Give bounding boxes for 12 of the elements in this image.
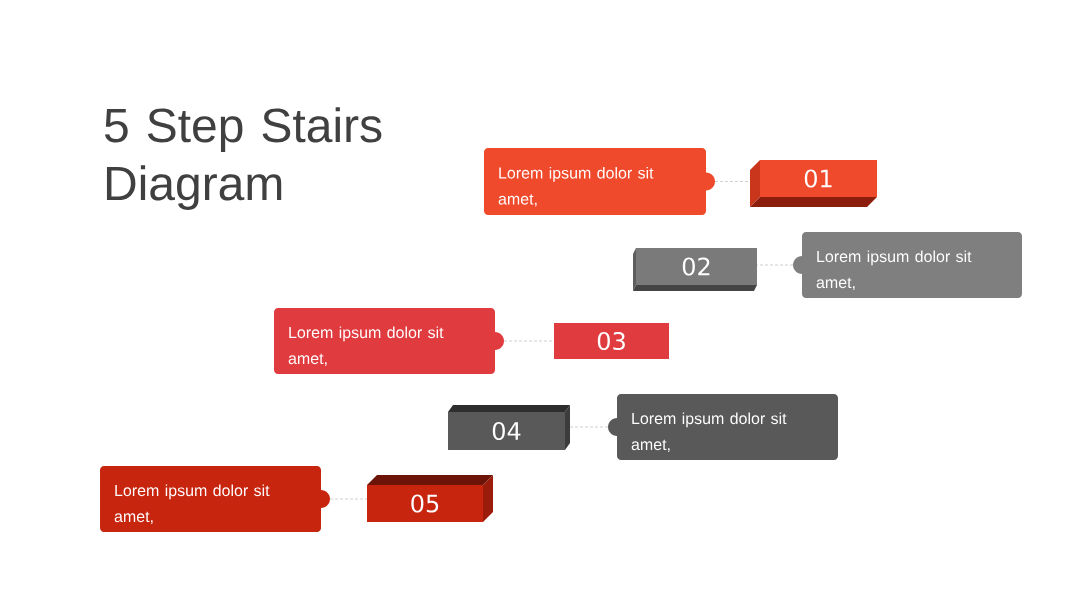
text-box: Lorem ipsum dolor sit amet,	[793, 232, 1022, 298]
number-block: 02	[633, 248, 757, 291]
text-box: Lorem ipsum dolor sit amet,	[484, 148, 715, 215]
text-box: Lorem ipsum dolor sit amet,	[608, 394, 838, 460]
number-block: 01	[750, 160, 877, 207]
number-block: 05	[367, 475, 493, 522]
text-box: Lorem ipsum dolor sit amet,	[100, 466, 330, 532]
number-block: 03	[554, 323, 669, 359]
title: 5 Step Stairs Diagram	[104, 107, 382, 210]
text-box: Lorem ipsum dolor sit amet,	[274, 308, 504, 374]
connector-line	[714, 180, 751, 183]
number-block: 04	[448, 405, 570, 450]
